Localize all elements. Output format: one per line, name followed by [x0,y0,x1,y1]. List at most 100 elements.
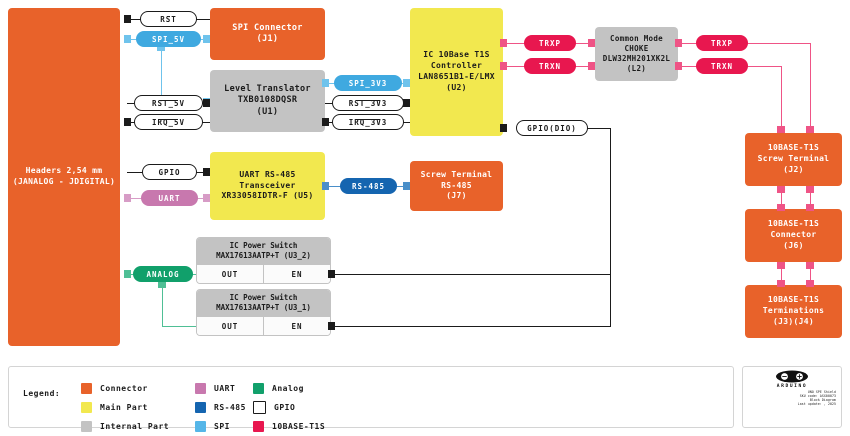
power-switch-2-line1: IC Power Switch [229,241,298,250]
block-choke-line2: CHOKE [624,43,649,53]
arrowhead-analog-up [158,281,166,288]
legend-item-label: SPI [214,421,230,431]
signal-pill-rs485[interactable]: RS-485 [340,178,397,194]
block-power-switch-u3-1[interactable]: IC Power Switch MAX17613AATP+T (U3_1) OU… [196,289,331,336]
block-t1s-term-line1: 10BASE-T1S [767,295,820,305]
legend-swatch-icon [81,401,92,413]
wire-analog-v [162,283,163,326]
signal-pill-trxp-left[interactable]: TRXP [524,35,576,51]
signal-pill-rst-5v[interactable]: RST_5V [134,95,203,111]
signal-pill-uart[interactable]: UART [141,190,198,206]
arrowhead-spi5v-up [157,44,165,51]
legend-item: GPIO [253,398,325,416]
legend-swatch-icon [81,420,92,432]
info-line-2: SKU code: ASX00073 [799,393,836,398]
power-switch-1-line2: MAX17613AATP+T (U3_1) [216,303,311,313]
power-switch-1-en[interactable]: EN [263,317,330,335]
arrowhead-trxn-left-l [500,62,507,70]
signal-pill-analog[interactable]: ANALOG [133,266,193,282]
block-t1s-connector-line2: Connector [770,230,817,240]
legend-item-label: UART [214,383,236,393]
power-switch-2-line2: MAX17613AATP+T (U3_2) [216,251,311,261]
arrowhead-spi5v-left [124,35,131,43]
signal-pill-uart-label: UART [158,193,181,203]
signal-pill-rst[interactable]: RST [140,11,197,27]
block-t1s-connector[interactable]: 10BASE-T1S Connector (J6) [745,209,842,262]
wire-gpiodio-en1 [331,326,611,327]
block-t1s-controller-line2: Controller [430,61,483,71]
legend-item: 10BASE-T1S [253,417,325,435]
block-power-switch-u3-2[interactable]: IC Power Switch MAX17613AATP+T (U3_2) OU… [196,237,331,284]
power-switch-2-out[interactable]: OUT [197,265,263,283]
block-screw-rs485-line3: (J7) [446,191,467,201]
legend-swatch-icon [81,382,92,394]
block-headers[interactable]: Headers 2,54 mm (JANALOG - JDIGITAL) [8,8,120,346]
wire-gpiodio-en2 [331,274,611,275]
arrowhead-j6j3-l-up [777,262,785,269]
arrowhead-j2j6-r-down [806,204,814,211]
signal-pill-trxp-right[interactable]: TRXP [696,35,748,51]
legend-title: Legend: [23,389,61,398]
block-t1s-controller-line3: LAN8651B1-E/LMX [418,72,495,81]
signal-pill-analog-label: ANALOG [146,269,180,279]
block-screw-terminal-rs485[interactable]: Screw Terminal RS-485 (J7) [410,161,503,211]
legend-item-label: Main Part [100,402,148,412]
legend-item-label: Internal Part [100,421,170,431]
signal-pill-trxn-left[interactable]: TRXN [524,58,576,74]
arrowhead-rs485-right [403,182,410,190]
signal-pill-irq-5v[interactable]: IRQ_5V [134,114,203,130]
arrowhead-spi5v-right [203,35,210,43]
arrowhead-rs485-left [322,182,329,190]
wire-analog-out1 [162,326,196,327]
power-switch-1-header: IC Power Switch MAX17613AATP+T (U3_1) [197,290,330,318]
block-level-translator[interactable]: Level Translator TXB0108DQSR (U1) [210,70,325,132]
legend-item: Internal Part [81,417,169,435]
signal-pill-gpio-dio[interactable]: GPIO(DIO) [516,120,588,136]
signal-pill-spi-5v[interactable]: SPI_5V [136,31,201,47]
signal-pill-gpio-dio-label: GPIO(DIO) [527,123,577,133]
wire-j6-j3-left [781,265,782,284]
block-choke-line1: Common Mode [610,33,663,43]
wire-trxn-right-v [781,66,782,128]
block-t1s-terminations[interactable]: 10BASE-T1S Terminations (J3)(J4) [745,285,842,338]
block-uart-transceiver-line2: Transceiver [239,180,296,190]
block-uart-transceiver[interactable]: UART RS-485 Transceiver XR33058IDTR-F (U… [210,152,325,220]
signal-pill-rst-3v3[interactable]: RST_3V3 [332,95,404,111]
arrowhead-trxp-left-l [500,39,507,47]
power-switch-2-en[interactable]: EN [263,265,330,283]
legend-item: Main Part [81,398,169,416]
signal-pill-trxn-right[interactable]: TRXN [696,58,748,74]
block-t1s-controller[interactable]: IC 10Base T1S Controller LAN8651B1-E/LMX… [410,8,503,136]
block-spi-connector-line1: SPI Connector [232,22,303,33]
block-headers-line2: (JANALOG - JDIGITAL) [12,177,116,186]
signal-pill-spi-3v3[interactable]: SPI_3V3 [334,75,402,91]
power-switch-1-line1: IC Power Switch [229,293,298,302]
block-headers-line1: Headers 2,54 mm [25,166,103,176]
wire-gpiodio-top-h [580,128,611,129]
block-t1s-screw-terminal[interactable]: 10BASE-T1S Screw Terminal (J2) [745,133,842,186]
block-level-translator-line2: TXB0108DQSR [237,95,298,106]
signal-pill-irq-3v3-label: IRQ_3V3 [348,117,388,127]
signal-pill-gpio[interactable]: GPIO [142,164,197,180]
arrowhead-uart-right [203,194,210,202]
arrowhead-j6j3-r-down [806,280,814,287]
block-common-mode-choke[interactable]: Common Mode CHOKE DLW32MH201XK2L (L2) [595,27,678,81]
signal-pill-irq-3v3[interactable]: IRQ_3V3 [332,114,404,130]
arrowhead-spi3v3-left [322,79,329,87]
signal-pill-trxn-right-label: TRXN [710,61,734,71]
block-spi-connector[interactable]: SPI Connector (J1) [210,8,325,60]
legend-swatch-icon [253,382,264,394]
legend-item-label: Connector [100,383,148,393]
legend-swatch-icon [253,420,264,432]
arduino-infinity-logo-icon [776,370,808,383]
signal-pill-trxp-left-label: TRXP [538,38,562,48]
block-screw-rs485-line2: RS-485 [441,180,472,190]
legend-item-label: Analog [272,383,304,393]
legend-swatch-icon [195,420,206,432]
info-line-4: Last update: , 2025 [797,401,836,406]
power-switch-1-out[interactable]: OUT [197,317,263,335]
signal-pill-rst-label: RST [160,14,177,24]
arrowhead-en1-left [328,322,335,330]
arrowhead-trxn-right-l [675,62,682,70]
